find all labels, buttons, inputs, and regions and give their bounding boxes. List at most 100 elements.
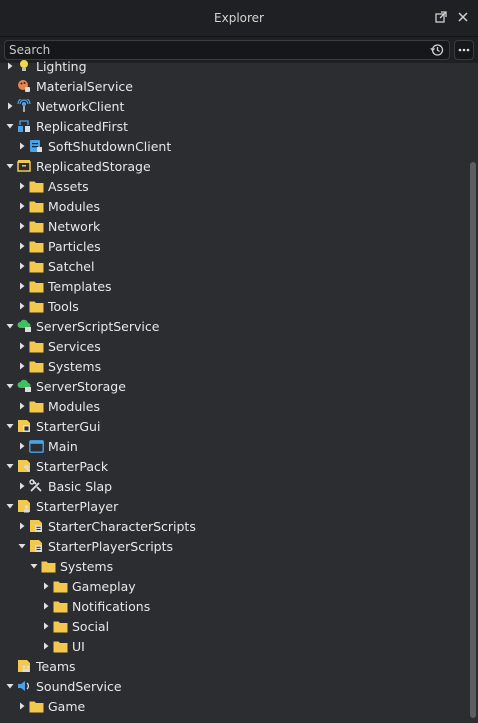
tree-item[interactable]: StarterCharacterScripts xyxy=(16,516,196,536)
history-icon[interactable] xyxy=(429,42,445,58)
tree-item[interactable]: Services xyxy=(16,336,101,356)
chevron-right-icon[interactable] xyxy=(16,440,28,452)
chevron-down-icon[interactable] xyxy=(4,680,16,692)
tree-item[interactable]: SoftShutdownClient xyxy=(16,136,171,156)
tree-item[interactable]: Modules xyxy=(16,196,100,216)
folder-icon xyxy=(28,698,44,714)
chevron-right-icon[interactable] xyxy=(16,200,28,212)
tree-item-label: UI xyxy=(72,638,85,654)
chevron-right-icon[interactable] xyxy=(16,240,28,252)
tree-item[interactable]: Tools xyxy=(16,296,79,316)
chevron-down-icon[interactable] xyxy=(4,420,16,432)
tree-item[interactable]: StarterGui xyxy=(4,416,100,436)
folder-icon xyxy=(28,358,44,374)
search-box xyxy=(4,40,450,60)
chevron-down-icon[interactable] xyxy=(4,460,16,472)
starter-player-icon xyxy=(16,498,32,514)
tree-item-label: Teams xyxy=(36,658,76,674)
tree-item-label: ReplicatedFirst xyxy=(36,118,129,134)
tree-item[interactable]: ServerStorage xyxy=(4,376,126,396)
tree-item[interactable]: ServerScriptService xyxy=(4,316,159,336)
tree-item[interactable]: StarterPlayerScripts xyxy=(16,536,173,556)
chevron-right-icon[interactable] xyxy=(16,260,28,272)
tree-item[interactable]: Systems xyxy=(28,556,113,576)
tree-item-label: Templates xyxy=(48,278,112,294)
search-row xyxy=(0,37,478,63)
chevron-right-icon[interactable] xyxy=(16,400,28,412)
chevron-right-icon[interactable] xyxy=(16,300,28,312)
tree-item[interactable]: Social xyxy=(40,616,109,636)
close-icon[interactable] xyxy=(456,10,470,24)
tree-item[interactable]: StarterPack xyxy=(4,456,108,476)
scrollbar-thumb[interactable] xyxy=(470,162,476,718)
tree-item[interactable]: NetworkClient xyxy=(4,96,124,116)
tree-item[interactable]: Systems xyxy=(16,356,101,376)
tree-item[interactable]: Satchel xyxy=(16,256,94,276)
chevron-right-icon[interactable] xyxy=(40,580,52,592)
chevron-right-icon[interactable] xyxy=(40,600,52,612)
chevron-right-icon[interactable] xyxy=(4,60,16,72)
chevron-right-icon[interactable] xyxy=(16,700,28,712)
folder-icon xyxy=(52,598,68,614)
tree-item[interactable]: Main xyxy=(16,436,78,456)
tree-item[interactable]: SoundService xyxy=(4,676,122,696)
tree-item[interactable]: Assets xyxy=(16,176,89,196)
teams-icon xyxy=(16,658,32,674)
chevron-right-icon[interactable] xyxy=(16,180,28,192)
chevron-right-icon[interactable] xyxy=(16,480,28,492)
search-input[interactable] xyxy=(9,43,429,57)
tree-item-label: Gameplay xyxy=(72,578,136,594)
tree-item[interactable]: Notifications xyxy=(40,596,150,616)
replicated-first-icon xyxy=(16,118,32,134)
no-expander xyxy=(4,660,16,672)
chevron-right-icon[interactable] xyxy=(16,340,28,352)
tree-item-label: Systems xyxy=(48,358,102,374)
chevron-down-icon[interactable] xyxy=(4,320,16,332)
tree-item[interactable]: Basic Slap xyxy=(16,476,112,496)
chevron-down-icon[interactable] xyxy=(4,380,16,392)
chevron-down-icon[interactable] xyxy=(16,540,28,552)
tree-item[interactable]: ReplicatedStorage xyxy=(4,156,151,176)
chevron-right-icon[interactable] xyxy=(16,360,28,372)
tree-item[interactable]: Gameplay xyxy=(40,576,136,596)
chevron-down-icon[interactable] xyxy=(4,500,16,512)
chevron-right-icon[interactable] xyxy=(4,100,16,112)
tree-item[interactable]: MaterialService xyxy=(4,76,133,96)
tree-item[interactable]: Network xyxy=(16,216,100,236)
material-icon xyxy=(16,78,32,94)
tree-item[interactable]: Templates xyxy=(16,276,112,296)
tree-item[interactable]: Particles xyxy=(16,236,101,256)
tree-item-label: ServerScriptService xyxy=(36,318,160,334)
tree-item-label: ReplicatedStorage xyxy=(36,158,151,174)
tree-item-label: ServerStorage xyxy=(36,378,126,394)
folder-icon xyxy=(28,398,44,414)
tree-item[interactable]: Lighting xyxy=(4,56,87,76)
undock-icon[interactable] xyxy=(434,10,448,24)
chevron-right-icon[interactable] xyxy=(16,140,28,152)
folder-icon xyxy=(28,238,44,254)
tree-item-label: Main xyxy=(48,438,78,454)
panel-title: Explorer xyxy=(214,11,264,25)
tree-item-label: StarterGui xyxy=(36,418,101,434)
folder-icon xyxy=(40,558,56,574)
chevron-right-icon[interactable] xyxy=(40,640,52,652)
tree-item-label: SoundService xyxy=(36,678,122,694)
chevron-right-icon[interactable] xyxy=(16,520,28,532)
folder-icon xyxy=(52,578,68,594)
tree-item[interactable]: UI xyxy=(40,636,85,656)
chevron-down-icon[interactable] xyxy=(28,560,40,572)
tree-item[interactable]: Teams xyxy=(4,656,76,676)
tree-item-label: Services xyxy=(48,338,101,354)
chevron-down-icon[interactable] xyxy=(4,120,16,132)
more-options-button[interactable] xyxy=(454,40,474,60)
chevron-down-icon[interactable] xyxy=(4,160,16,172)
tree-item-label: Particles xyxy=(48,238,101,254)
chevron-right-icon[interactable] xyxy=(16,220,28,232)
tree-item[interactable]: ReplicatedFirst xyxy=(4,116,128,136)
chevron-right-icon[interactable] xyxy=(40,620,52,632)
tree-item[interactable]: Game xyxy=(16,696,85,716)
tree-item[interactable]: StarterPlayer xyxy=(4,496,118,516)
starter-gui-icon xyxy=(16,418,32,434)
tree-item[interactable]: Modules xyxy=(16,396,100,416)
chevron-right-icon[interactable] xyxy=(16,280,28,292)
